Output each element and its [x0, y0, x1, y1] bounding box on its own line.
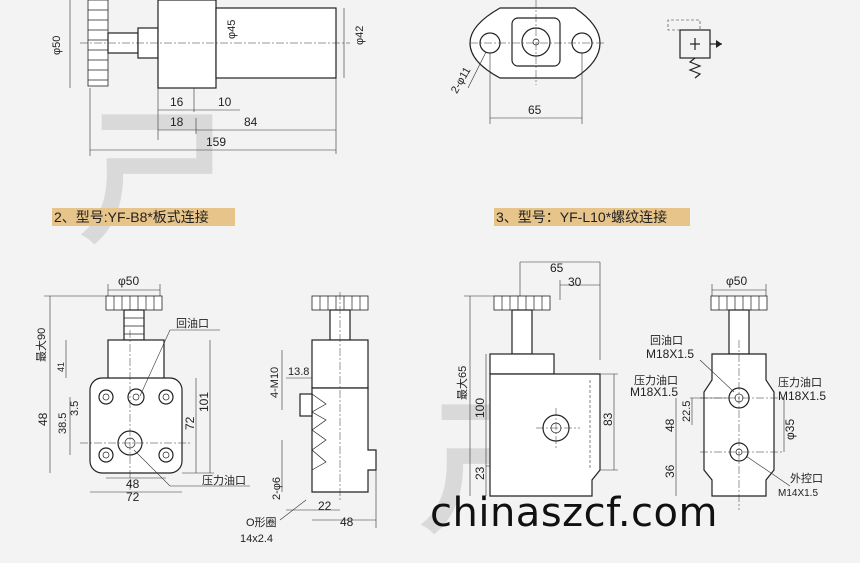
dim-phi42: φ42 [354, 26, 366, 45]
b8-front-view: φ50 最大90 41 48 38.5 3.5 101 [34, 274, 250, 504]
l10-side-dim-phi50: φ50 [726, 274, 747, 288]
dim-84: 84 [244, 115, 258, 129]
b8-dim-72-bottom: 72 [126, 490, 140, 504]
b8-label-return-port: 回油口 [176, 316, 209, 330]
l10-dim-30: 30 [568, 275, 582, 289]
l10-side-dim-48: 48 [663, 418, 677, 432]
b8-dim-41: 41 [56, 362, 66, 372]
watermark-glyph: ㄕ [80, 90, 230, 266]
dim-phi50-top: φ50 [51, 36, 63, 55]
l10-dim-83: 83 [601, 412, 615, 426]
b8-side-label-oring-size: 14x2.4 [240, 533, 273, 545]
l10-dim-65: 65 [550, 261, 564, 275]
top-left-view: φ50 φ45 φ42 16 10 18 84 159 [51, 0, 366, 156]
b8-side-dim-13-8: 13.8 [288, 366, 309, 378]
l10-dim-max65: 最大65 [455, 366, 469, 400]
b8-dim-101: 101 [197, 392, 211, 412]
l10-dim-100: 100 [473, 398, 487, 418]
b8-dim-3-5: 3.5 [69, 401, 81, 416]
watermark-site: chinaszcf.com [430, 490, 718, 536]
l10-side-dim-phi35: φ35 [783, 419, 797, 440]
b8-label-pressure-port: 压力油口 [202, 473, 246, 487]
l10-label-pressure-port-left: 压力油口 [634, 373, 678, 387]
b8-dim-48-bottom: 48 [126, 477, 140, 491]
l10-side-dim-22-5: 22.5 [681, 401, 693, 422]
l10-label-return-port: 回油口 [650, 333, 683, 347]
dim-16: 16 [170, 95, 184, 109]
b8-side-dim-22: 22 [318, 499, 332, 513]
section-3-highlight [494, 208, 690, 226]
dim-2phi11: 2-φ11 [449, 65, 474, 96]
section-3-title: 3、型号：YF-L10*螺纹连接 [496, 209, 667, 225]
b8-dim-72: 72 [183, 416, 197, 430]
dim-18: 18 [170, 115, 184, 129]
dim-65-top: 65 [528, 103, 542, 117]
l10-dim-23: 23 [473, 466, 487, 480]
l10-label-external-thread: M14X1.5 [778, 488, 818, 499]
l10-label-return-thread: M18X1.5 [646, 347, 694, 361]
dim-10: 10 [218, 95, 232, 109]
l10-label-pressure-thread-right: M18X1.5 [778, 389, 826, 403]
l10-front-view: 65 30 最大65 100 23 83 [455, 261, 618, 497]
b8-side-dim-4m10: 4-M10 [269, 367, 281, 398]
hydraulic-symbol [667, 19, 722, 79]
b8-side-dim-48: 48 [340, 515, 354, 529]
l10-label-pressure-port-right: 压力油口 [778, 375, 822, 389]
b8-dim-max90: 最大90 [34, 328, 48, 362]
l10-side-view: φ50 回油口 M18X1.5 压力油口 M18X1.5 压力油口 M18X1.… [630, 274, 826, 510]
b8-dim-38-5: 38.5 [57, 413, 69, 434]
b8-side-dim-2phi6: 2-φ6 [271, 477, 283, 500]
l10-label-pressure-thread-left: M18X1.5 [630, 385, 678, 399]
b8-dim-phi50: φ50 [118, 274, 139, 288]
b8-dim-48: 48 [36, 412, 50, 426]
section-2-highlight [52, 208, 235, 226]
l10-side-dim-36: 36 [663, 464, 677, 478]
top-flange-view: 65 2-φ11 [449, 0, 605, 124]
dim-phi45: φ45 [226, 20, 238, 39]
l10-label-external-port: 外控口 [790, 471, 823, 485]
section-2-title: 2、型号:YF-B8*板式连接 [54, 209, 209, 225]
b8-side-label-oring: O形圈 [246, 516, 277, 529]
b8-side-view: 4-M10 13.8 2-φ6 22 48 O形圈 14x2.4 [240, 292, 377, 545]
dim-159: 159 [206, 135, 226, 149]
